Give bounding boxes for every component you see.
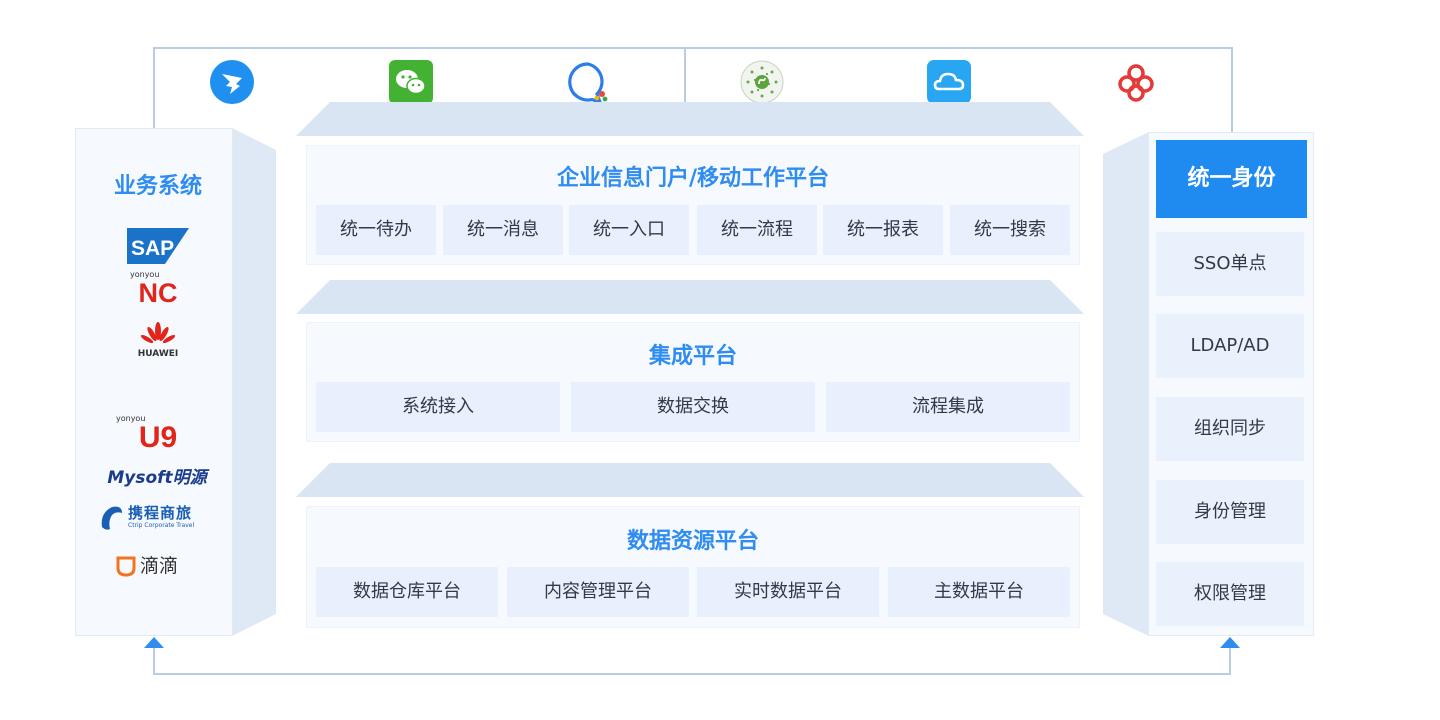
data-item[interactable]: 实时数据平台 bbox=[697, 567, 879, 617]
dingtalk-icon[interactable] bbox=[210, 60, 254, 104]
top-connector-center bbox=[684, 47, 686, 107]
data-item[interactable]: 主数据平台 bbox=[888, 567, 1070, 617]
arrow-up-icon bbox=[1220, 637, 1240, 648]
identity-item[interactable]: 身份管理 bbox=[1156, 480, 1304, 544]
top-connector-right bbox=[1231, 47, 1233, 133]
ctrip-corporate-logo: 携程商旅 Ctrip Corporate Travel bbox=[98, 503, 218, 535]
sap-logo: SAP bbox=[100, 228, 216, 264]
portal-layer-title: 企业信息门户/移动工作平台 bbox=[556, 166, 830, 191]
portal-item[interactable]: 统一消息 bbox=[443, 205, 563, 255]
integration-layer-top bbox=[296, 280, 1084, 314]
bottom-connector bbox=[153, 673, 1231, 675]
identity-item[interactable]: 权限管理 bbox=[1156, 562, 1304, 626]
didi-logo: 滴滴 bbox=[100, 552, 216, 580]
portal-item[interactable]: 统一待办 bbox=[316, 205, 436, 255]
arrow-up-icon bbox=[144, 637, 164, 648]
business-systems-title: 业务系统 bbox=[113, 174, 202, 199]
bottom-connector-left bbox=[153, 646, 155, 675]
huawei-petal-icon bbox=[140, 322, 176, 343]
portal-item[interactable]: 统一入口 bbox=[569, 205, 689, 255]
portal-item[interactable]: 统一报表 bbox=[823, 205, 943, 255]
integration-item[interactable]: 系统接入 bbox=[316, 382, 560, 432]
unified-identity-title: 统一身份 bbox=[1156, 140, 1307, 218]
mini-program-icon[interactable] bbox=[740, 60, 784, 104]
data-item[interactable]: 数据仓库平台 bbox=[316, 567, 498, 617]
chat-bubble-icon[interactable] bbox=[566, 60, 610, 104]
left-panel bbox=[75, 128, 233, 636]
link-knot-icon[interactable] bbox=[1114, 60, 1158, 104]
dolphin-icon bbox=[101, 506, 122, 530]
huawei-logo: HUAWEI bbox=[100, 322, 216, 360]
portal-item[interactable]: 统一搜索 bbox=[950, 205, 1070, 255]
data-item[interactable]: 内容管理平台 bbox=[507, 567, 689, 617]
top-connector bbox=[153, 47, 1233, 49]
left-panel-side bbox=[232, 128, 276, 636]
data-layer-top bbox=[296, 463, 1084, 497]
mysoft-logo: Mysoft明源 bbox=[107, 468, 207, 488]
yonyou-u9-logo: yonyou U9 bbox=[116, 414, 178, 454]
wechat-icon[interactable] bbox=[389, 60, 433, 104]
yonyou-nc-logo: yonyou NC bbox=[130, 270, 178, 308]
portal-item[interactable]: 统一流程 bbox=[697, 205, 817, 255]
didi-icon bbox=[116, 556, 136, 577]
identity-item[interactable]: LDAP/AD bbox=[1156, 314, 1304, 378]
integration-item[interactable]: 流程集成 bbox=[826, 382, 1070, 432]
top-connector-left bbox=[153, 47, 155, 129]
svg-text:SAP: SAP bbox=[131, 237, 174, 260]
integration-layer-title: 集成平台 bbox=[648, 344, 737, 369]
cloud-icon[interactable] bbox=[927, 60, 971, 104]
data-layer-title: 数据资源平台 bbox=[626, 529, 759, 554]
bottom-connector-right bbox=[1229, 646, 1231, 675]
right-panel-side bbox=[1103, 132, 1149, 636]
identity-item[interactable]: SSO单点 bbox=[1156, 232, 1304, 296]
identity-item[interactable]: 组织同步 bbox=[1156, 397, 1304, 461]
portal-layer-top bbox=[296, 102, 1084, 136]
integration-item[interactable]: 数据交换 bbox=[571, 382, 815, 432]
